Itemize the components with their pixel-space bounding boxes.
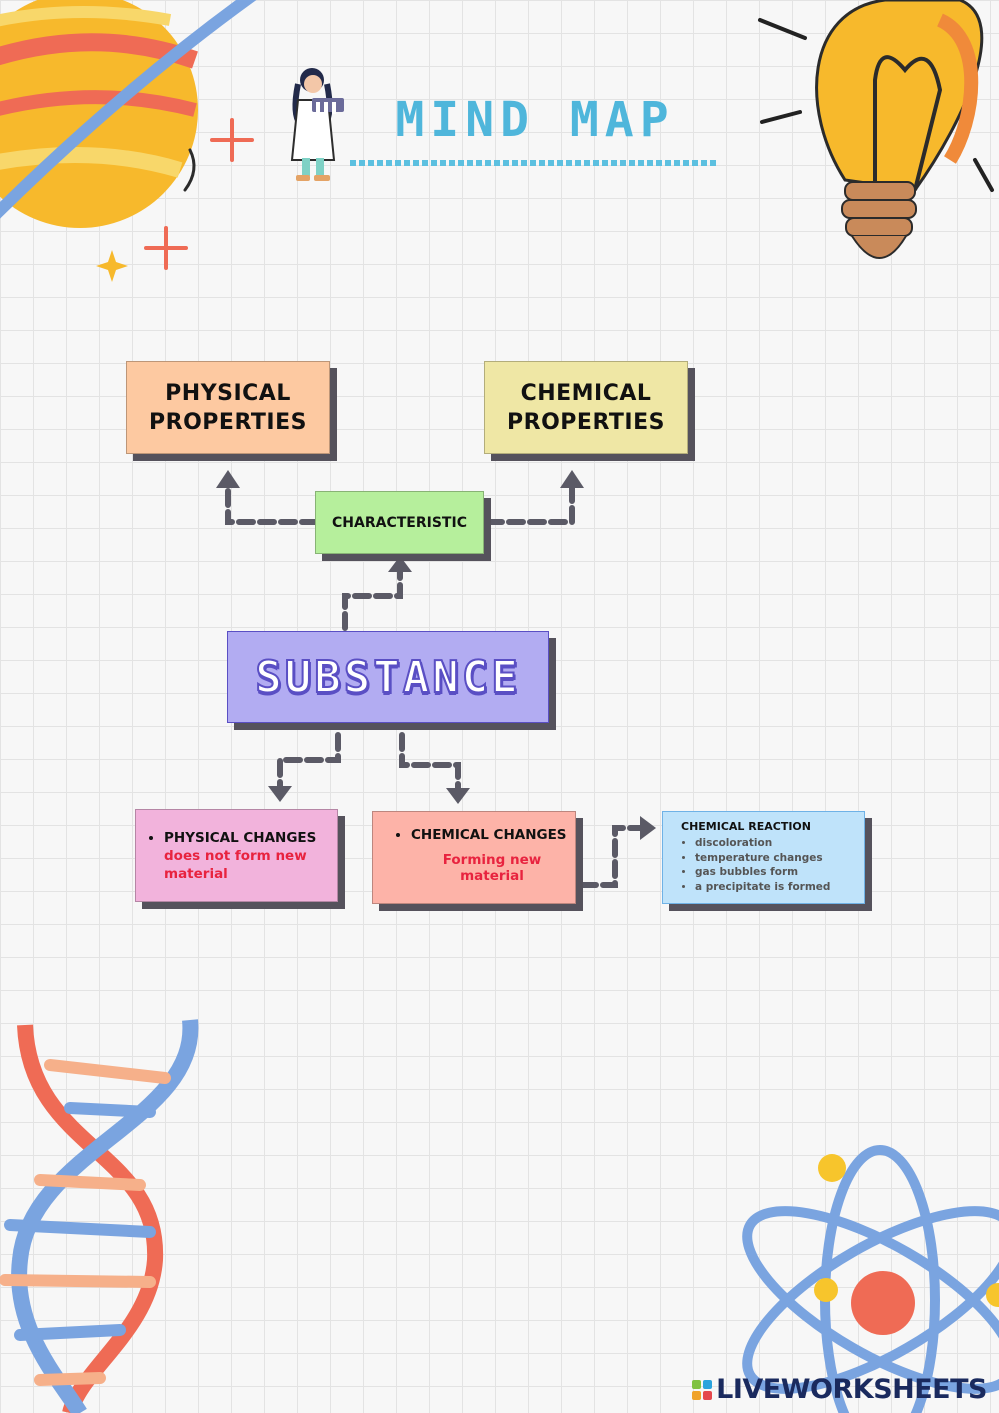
- physical-properties-label: PHYSICAL PROPERTIES: [127, 379, 329, 437]
- physical-changes-node: PHYSICAL CHANGES does not form new mater…: [135, 809, 338, 902]
- chemical-properties-node: CHEMICAL PROPERTIES: [484, 361, 688, 454]
- chemical-reaction-item: temperature changes: [695, 851, 830, 866]
- chemical-changes-item: CHEMICAL CHANGES: [411, 826, 567, 844]
- dna-icon: [5, 1020, 190, 1413]
- characteristic-label: CHARACTERISTIC: [332, 515, 467, 531]
- substance-node: SUBSTANCE: [227, 631, 549, 723]
- chemical-properties-label: CHEMICAL PROPERTIES: [485, 379, 687, 437]
- chemical-reaction-item: a precipitate is formed: [695, 880, 830, 895]
- logo-mark-icon: [692, 1380, 712, 1400]
- substance-label: SUBSTANCE: [255, 652, 520, 703]
- physical-changes-item: PHYSICAL CHANGES does not form new mater…: [164, 829, 337, 883]
- light-bulb-icon: [760, 0, 992, 258]
- characteristic-node: CHARACTERISTIC: [315, 491, 484, 554]
- chemical-changes-node: CHEMICAL CHANGES Forming new material: [372, 811, 576, 904]
- chemical-reaction-item: discoloration: [695, 836, 830, 851]
- chemical-reaction-item: gas bubbles form: [695, 865, 830, 880]
- logo-text: LIVEWORKSHEETS: [716, 1374, 987, 1405]
- title-underline: [350, 160, 718, 166]
- chemical-reaction-node: CHEMICAL REACTION discoloration temperat…: [662, 811, 865, 904]
- physical-properties-node: PHYSICAL PROPERTIES: [126, 361, 330, 454]
- chemical-changes-note: Forming new material: [409, 852, 575, 884]
- chemical-reaction-heading: CHEMICAL REACTION: [681, 820, 811, 833]
- liveworksheets-logo[interactable]: LIVEWORKSHEETS: [692, 1374, 987, 1405]
- chemical-changes-heading: CHEMICAL CHANGES: [411, 827, 567, 843]
- physical-changes-note: does not form new material: [164, 848, 307, 882]
- planet-icon: [0, 0, 260, 282]
- physical-changes-heading: PHYSICAL CHANGES: [164, 830, 316, 846]
- page-title: MIND MAP: [360, 92, 710, 148]
- scientist-icon: [292, 68, 344, 181]
